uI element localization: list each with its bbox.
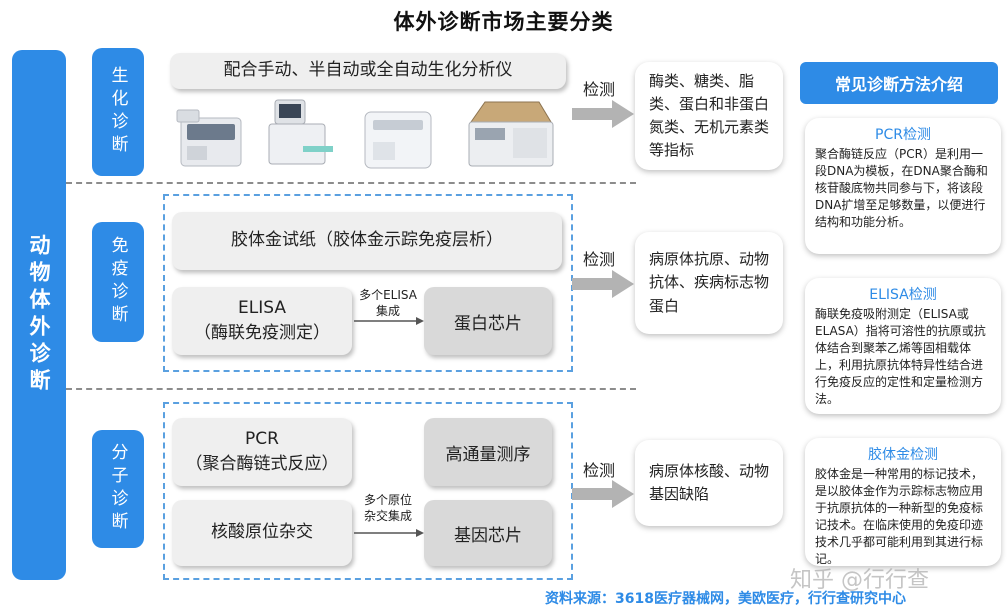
integrate-line: 多个ELISA bbox=[359, 288, 417, 302]
category-molecular: 分子诊断 bbox=[92, 430, 144, 548]
method-analyzer: 配合手动、半自动或全自动生化分析仪 bbox=[170, 53, 566, 89]
elisa-sublabel: （酶联免疫测定） bbox=[194, 323, 330, 343]
method-card-pcr: PCR检测 聚合酶链反应（PCR）是利用一段DNA为模板，在DNA聚合酶和核苷酸… bbox=[805, 118, 1001, 254]
detect-label: 检测 bbox=[583, 80, 616, 99]
result-molecular: 病原体核酸、动物基因缺陷 bbox=[635, 440, 783, 526]
card-title: ELISA检测 bbox=[869, 287, 937, 303]
source-note: 资料来源：3618医疗器械网，美欧医疗，行行查研究中心 bbox=[545, 591, 906, 607]
result-immune: 病原体抗原、动物抗体、疾病标志物蛋白 bbox=[635, 232, 783, 334]
integrate-line: 多个原位 bbox=[363, 493, 412, 507]
analyzer-illustrations bbox=[176, 99, 554, 169]
detect-label: 检测 bbox=[583, 461, 616, 480]
gene-chip: 基因芯片 bbox=[424, 500, 552, 566]
category-biochem: 生化诊断 bbox=[92, 48, 144, 176]
analyzer-image bbox=[468, 101, 554, 167]
analyzer-images bbox=[175, 96, 570, 174]
integrate-label: 多个ELISA 集成 bbox=[352, 288, 424, 319]
method-colloidal-gold: 胶体金试纸（胶体金示踪免疫层析） bbox=[172, 212, 562, 270]
arrow-right-icon bbox=[354, 529, 424, 537]
integrate-line: 杂交集成 bbox=[363, 508, 412, 523]
card-body: 酶联免疫吸附测定（ELISA或ELASA）指将可溶性的抗原或抗体结合到聚苯乙烯等… bbox=[815, 307, 986, 407]
category-immune: 免疫诊断 bbox=[92, 222, 144, 342]
method-card-elisa: ELISA检测 酶联免疫吸附测定（ELISA或ELASA）指将可溶性的抗原或抗体… bbox=[805, 278, 1001, 414]
method-in-situ-hybridization: 核酸原位杂交 bbox=[172, 500, 352, 566]
main-category-bar: 动物体外诊断 bbox=[12, 50, 66, 580]
watermark: 知乎 @行行查 bbox=[790, 568, 929, 593]
protein-chip: 蛋白芯片 bbox=[424, 287, 552, 355]
arrow-right-icon bbox=[354, 317, 424, 325]
section-divider bbox=[66, 388, 636, 390]
result-biochem: 酶类、糖类、脂类、蛋白和非蛋白氮类、无机元素类等指标 bbox=[635, 62, 783, 170]
arrow-right-icon bbox=[572, 480, 634, 508]
method-card-colloidal-gold: 胶体金检测 胶体金是一种常用的标记技术，是以胶体金作为示踪标志物应用于抗原抗体的… bbox=[805, 438, 1001, 566]
pcr-sublabel: （聚合酶链式反应） bbox=[185, 454, 339, 474]
analyzer-image bbox=[176, 109, 242, 167]
section-divider bbox=[66, 182, 636, 184]
arrow-right-icon bbox=[572, 270, 634, 298]
card-title: 胶体金检测 bbox=[868, 447, 938, 463]
analyzer-image bbox=[268, 99, 333, 165]
methods-header: 常见诊断方法介绍 bbox=[800, 62, 998, 104]
page-title: 体外诊断市场主要分类 bbox=[393, 10, 614, 34]
method-pcr: PCR （聚合酶链式反应） bbox=[172, 418, 352, 486]
high-throughput-sequencing: 高通量测序 bbox=[424, 418, 552, 486]
card-body: 聚合酶链反应（PCR）是利用一段DNA为模板，在DNA聚合酶和核苷酸底物共同参与… bbox=[815, 147, 988, 230]
arrow-right-icon bbox=[572, 100, 634, 128]
integrate-line: 集成 bbox=[375, 303, 400, 318]
card-title: PCR检测 bbox=[875, 127, 931, 143]
card-body: 胶体金是一种常用的标记技术，是以胶体金作为示踪标志物应用于抗原抗体的一种新型的免… bbox=[815, 467, 984, 567]
method-elisa: ELISA （酶联免疫测定） bbox=[172, 287, 352, 355]
pcr-label: PCR bbox=[245, 428, 279, 449]
elisa-label: ELISA bbox=[238, 297, 286, 318]
analyzer-image bbox=[364, 111, 432, 169]
detect-label: 检测 bbox=[583, 250, 616, 269]
integrate-label: 多个原位 杂交集成 bbox=[352, 493, 424, 524]
